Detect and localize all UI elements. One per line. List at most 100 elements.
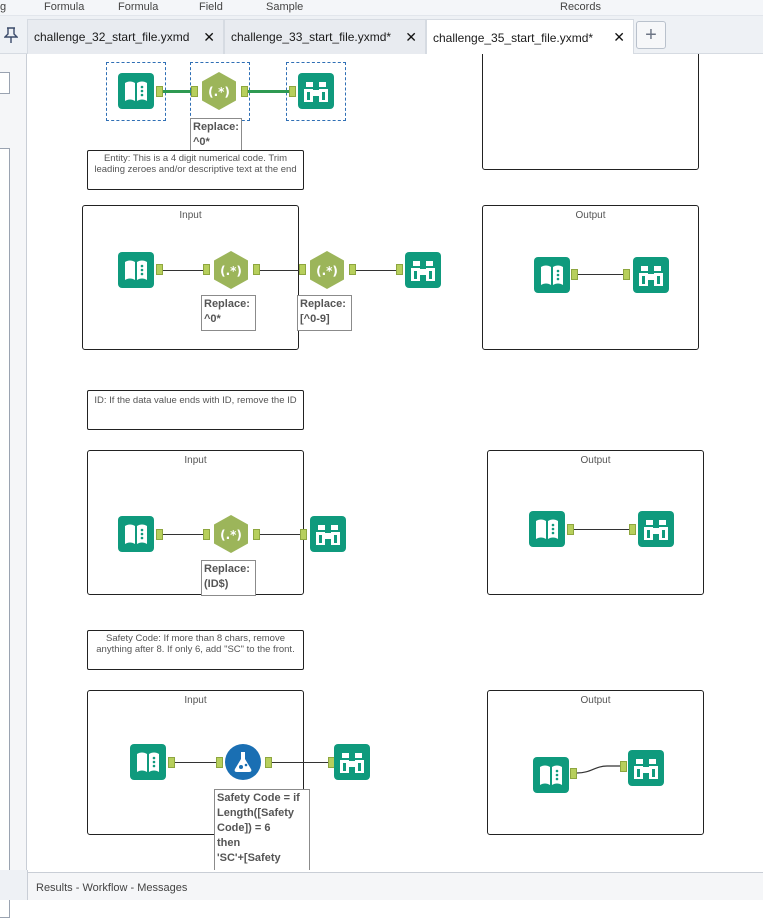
document-tab-bar: challenge_32_start_file.yxmd ✕ challenge… <box>0 16 763 55</box>
input-data-icon[interactable] <box>533 757 569 793</box>
connection-line[interactable] <box>356 270 396 271</box>
close-icon[interactable]: ✕ <box>405 29 417 45</box>
browse-tool-icon[interactable] <box>628 750 664 786</box>
close-icon[interactable]: ✕ <box>613 29 625 45</box>
comment-entity[interactable]: Entity: This is a 4 digit numerical code… <box>87 150 304 190</box>
tab-label: challenge_35_start_file.yxmd* <box>433 30 594 45</box>
browse-tool-icon[interactable] <box>405 252 441 288</box>
regex-tool-icon[interactable]: (.*) <box>199 71 236 110</box>
ribbon-item[interactable]: Formula <box>44 1 85 13</box>
ribbon-item[interactable]: Formula <box>118 1 159 13</box>
annotation-line: Safety Code = if <box>217 792 300 804</box>
output-anchor[interactable] <box>253 529 260 540</box>
close-icon[interactable]: ✕ <box>203 29 215 45</box>
ribbon-item[interactable]: Field <box>199 1 223 13</box>
output-container-partial[interactable] <box>482 54 699 170</box>
connection-line[interactable] <box>260 270 299 271</box>
input-container[interactable]: Input <box>87 450 304 595</box>
output-anchor[interactable] <box>168 757 175 768</box>
output-anchor[interactable] <box>241 86 248 97</box>
comment-safety[interactable]: Safety Code: If more than 8 chars, remov… <box>87 630 304 670</box>
connection-line[interactable] <box>163 90 191 93</box>
browse-tool-icon[interactable] <box>298 73 334 109</box>
input-data-icon[interactable] <box>534 257 570 293</box>
tool-annotation: Replace: ^0* <box>201 295 256 331</box>
tool-annotation: Replace: [^0-9] <box>297 295 352 331</box>
connection-line[interactable] <box>260 534 300 535</box>
left-panel-field[interactable] <box>0 72 10 94</box>
input-anchor[interactable] <box>629 524 636 535</box>
connection-line[interactable] <box>272 762 328 763</box>
input-anchor[interactable] <box>216 757 223 768</box>
output-anchor[interactable] <box>567 524 574 535</box>
annotation-line: Replace: <box>204 563 250 575</box>
ribbon-item[interactable]: g <box>0 1 7 13</box>
tab-challenge-35[interactable]: challenge_35_start_file.yxmd* ✕ <box>426 19 634 55</box>
tab-challenge-32[interactable]: challenge_32_start_file.yxmd ✕ <box>27 19 224 54</box>
input-anchor[interactable] <box>289 86 296 97</box>
connection-line[interactable] <box>578 274 623 275</box>
regex-label: (.*) <box>208 85 230 99</box>
input-data-icon[interactable] <box>118 252 154 288</box>
connection-line[interactable] <box>574 529 629 530</box>
regex-label: (.*) <box>220 528 242 542</box>
add-tab-button[interactable]: + <box>636 21 666 49</box>
ribbon-item[interactable]: Records <box>560 1 601 13</box>
regex-tool-icon[interactable]: (.*) <box>211 514 248 553</box>
input-data-icon[interactable] <box>118 73 154 109</box>
input-data-icon[interactable] <box>529 511 565 547</box>
browse-tool-icon[interactable] <box>310 516 346 552</box>
ribbon: g Formula Formula Field Sample Records <box>0 0 763 16</box>
container-title: Output <box>575 210 606 221</box>
browse-tool-icon[interactable] <box>638 511 674 547</box>
output-anchor[interactable] <box>265 757 272 768</box>
regex-tool-icon[interactable]: (.*) <box>307 250 344 289</box>
workflow-canvas[interactable]: (.*) Replace: ^0* Entity: This is a 4 di… <box>28 54 763 870</box>
connection-line[interactable] <box>577 762 624 778</box>
output-container[interactable]: Output <box>487 690 704 835</box>
container-title: Output <box>580 455 611 466</box>
output-anchor[interactable] <box>253 264 260 275</box>
connection-line[interactable] <box>248 90 289 93</box>
left-panel <box>0 54 27 918</box>
output-anchor[interactable] <box>156 264 163 275</box>
comment-id[interactable]: ID: If the data value ends with ID, remo… <box>87 390 304 430</box>
output-anchor[interactable] <box>571 269 578 280</box>
tab-challenge-33[interactable]: challenge_33_start_file.yxmd* ✕ <box>224 19 426 54</box>
left-panel-list[interactable] <box>0 148 10 918</box>
results-bar[interactable]: Results - Workflow - Messages <box>28 872 763 900</box>
input-anchor[interactable] <box>203 264 210 275</box>
annotation-line: ^0* <box>204 313 221 325</box>
connection-line[interactable] <box>163 534 203 535</box>
output-anchor[interactable] <box>349 264 356 275</box>
annotation-line: Replace: <box>204 298 250 310</box>
input-anchor[interactable] <box>623 269 630 280</box>
input-anchor[interactable] <box>620 761 627 772</box>
annotation-line: Code]) = 6 <box>217 822 271 834</box>
browse-tool-icon[interactable] <box>633 257 669 293</box>
browse-tool-icon[interactable] <box>334 744 370 780</box>
input-anchor[interactable] <box>203 529 210 540</box>
results-tabs[interactable]: Results - Workflow - Messages <box>36 882 188 894</box>
output-anchor[interactable] <box>156 529 163 540</box>
ribbon-item[interactable]: Sample <box>266 1 304 13</box>
connection-line[interactable] <box>175 762 216 763</box>
tool-annotation: Safety Code = if Length([Safety Code]) =… <box>214 789 310 870</box>
output-anchor[interactable] <box>570 768 577 779</box>
pin-icon[interactable] <box>0 16 22 54</box>
input-data-icon[interactable] <box>118 516 154 552</box>
formula-tool-icon[interactable] <box>224 743 261 780</box>
annotation-line: Replace: <box>193 121 239 133</box>
input-anchor[interactable] <box>299 264 306 275</box>
tab-label: challenge_33_start_file.yxmd* <box>231 30 392 44</box>
annotation-line: ^0* <box>193 136 210 148</box>
input-data-icon[interactable] <box>130 744 166 780</box>
input-anchor[interactable] <box>300 529 307 540</box>
output-anchor[interactable] <box>156 86 163 97</box>
input-container[interactable]: Input <box>82 205 299 350</box>
regex-tool-icon[interactable]: (.*) <box>211 250 248 289</box>
tool-annotation: Replace: (ID$) <box>201 560 256 596</box>
connection-line[interactable] <box>163 270 203 271</box>
input-anchor[interactable] <box>191 86 198 97</box>
input-anchor[interactable] <box>396 264 403 275</box>
